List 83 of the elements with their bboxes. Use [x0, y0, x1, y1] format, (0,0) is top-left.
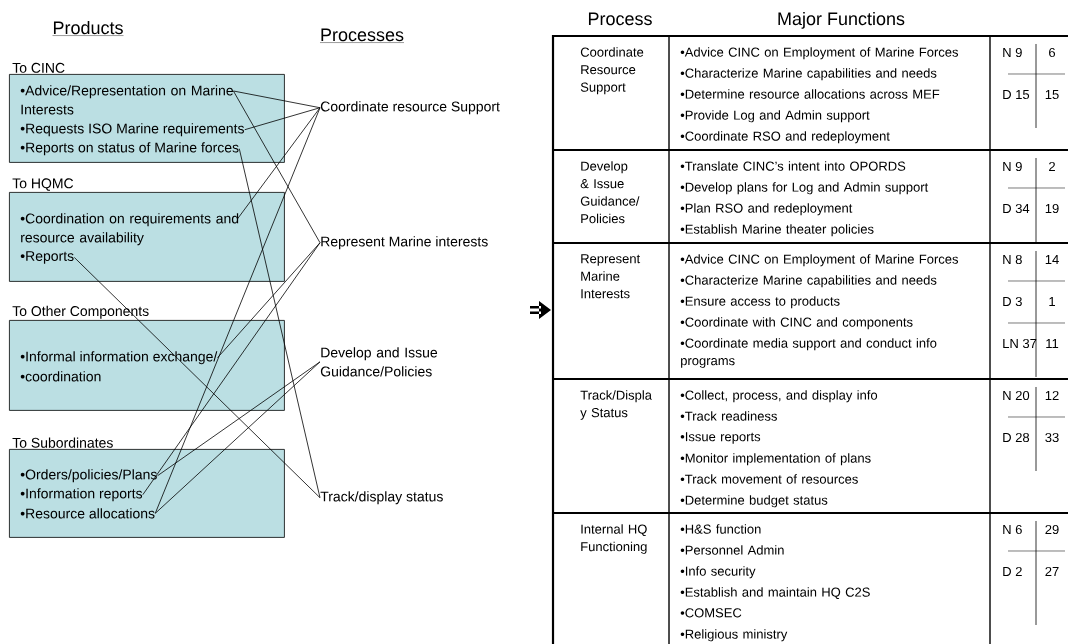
process-label: Develop and Issue Guidance/Policies: [320, 347, 438, 377]
process-name: Develop & Issue Guidance/ Policies: [580, 161, 640, 224]
function-item: •Characterize Marine capabilities and needs: [680, 275, 937, 288]
count-number: 14: [1045, 255, 1059, 264]
count-number: D 34: [1003, 203, 1030, 214]
process-name: Internal HQ Functioning: [581, 524, 647, 554]
section-heading: Process: [588, 12, 652, 26]
count-number: 6: [1049, 47, 1056, 58]
function-item: •Religious ministry: [680, 629, 788, 642]
count-number: D 28: [1003, 432, 1030, 443]
node-label: To HQMC: [12, 178, 74, 191]
connector-line: [233, 90, 321, 244]
count-number: N 20: [1003, 390, 1030, 401]
function-item: •Info security: [680, 566, 756, 579]
bullet-item: •Resource allocations: [20, 508, 155, 519]
count-number: 15: [1045, 90, 1059, 100]
count-number: 1: [1049, 297, 1055, 306]
count-number: N 8: [1003, 254, 1022, 265]
function-item: •Track movement of resources: [680, 474, 858, 484]
bullet-item: •coordination: [20, 371, 101, 382]
bullet-item: •Coordination on requirements and resource availability: [20, 213, 239, 246]
count-number: 12: [1045, 390, 1059, 400]
count-number: D 3: [1003, 296, 1022, 307]
count-number: N 6: [1003, 524, 1022, 535]
count-number: 11: [1046, 339, 1059, 348]
process-label: Represent Marine interests: [321, 236, 488, 250]
count-number: 27: [1045, 566, 1059, 576]
node-label: To CINC: [12, 62, 65, 73]
function-item: •Personnel Admin: [680, 545, 784, 555]
bullet-item: •Reports on status of Marine forces: [20, 142, 239, 156]
connector-line: [237, 107, 321, 220]
function-item: •Track readiness: [680, 411, 777, 421]
process-name: Represent Marine Interests: [581, 254, 641, 299]
process-label: Coordinate resource Support: [320, 101, 500, 115]
function-item: •Collect, process, and display info: [680, 390, 878, 403]
count-number: D 2: [1003, 566, 1022, 576]
function-item: •Coordinate media support and conduct info programs: [680, 338, 937, 368]
function-item: •COMSEC: [680, 608, 742, 618]
function-item: •Determine resource allocations across MEF: [680, 89, 940, 99]
bullet-item: •Information reports: [20, 488, 143, 502]
connector-line: [154, 107, 321, 514]
connector-line: [154, 361, 321, 514]
count-number: 2: [1049, 161, 1055, 171]
connector-line: [217, 242, 321, 359]
count-number: D 15: [1003, 90, 1030, 100]
count-number: LN 37: [1003, 338, 1037, 349]
connector-line: [73, 257, 321, 499]
function-item: •H&S function: [680, 524, 761, 534]
connector-line: [238, 148, 321, 499]
section-heading: Major Functions: [778, 11, 905, 29]
function-item: •Coordinate with CINC and components: [680, 317, 913, 330]
bullet-item: •Reports: [20, 251, 74, 264]
function-item: •Issue reports: [680, 432, 761, 444]
bullet-item: •Advice/Representation on Marine Interests: [20, 85, 233, 115]
connector-line: [233, 90, 321, 109]
section-heading: Processes: [319, 28, 405, 43]
process-name: Coordinate Resource Support: [580, 47, 644, 95]
function-item: •Translate CINC’s intent into OPORDS: [680, 161, 906, 171]
function-item: •Advice CINC on Employment of Marine Forces: [680, 47, 959, 60]
process-label: Track/display status: [320, 491, 443, 505]
count-number: 29: [1045, 524, 1059, 535]
connector-line: [244, 107, 321, 131]
function-item: •Coordinate RSO and redeployment: [680, 131, 890, 144]
function-item: •Plan RSO and redeployment: [680, 203, 853, 216]
bullet-item: •Orders/policies/Plans: [20, 469, 157, 483]
count-number: 33: [1045, 432, 1059, 443]
function-item: •Provide Log and Admin support: [680, 110, 870, 123]
connector-line: [142, 242, 321, 496]
function-item: •Determine budget status: [680, 495, 828, 508]
function-item: •Characterize Marine capabilities and needs: [680, 68, 937, 81]
function-item: •Establish Marine theater policies: [680, 224, 874, 237]
function-item: •Monitor implementation of plans: [680, 453, 871, 466]
function-item: •Establish and maintain HQ C2S: [680, 587, 870, 600]
count-number: N 9: [1003, 47, 1022, 58]
section-heading: Products: [52, 20, 124, 36]
process-name: Track/Displa y Status: [580, 390, 652, 420]
node-label: To Subordinates: [12, 437, 113, 448]
function-item: •Develop plans for Log and Admin support: [680, 182, 929, 195]
function-item: •Ensure access to products: [680, 296, 840, 309]
count-number: N 9: [1003, 161, 1022, 172]
count-number: 19: [1045, 203, 1059, 214]
bullet-item: •Requests ISO Marine requirements: [20, 123, 244, 137]
function-item: •Advice CINC on Employment of Marine Forces: [680, 254, 959, 267]
